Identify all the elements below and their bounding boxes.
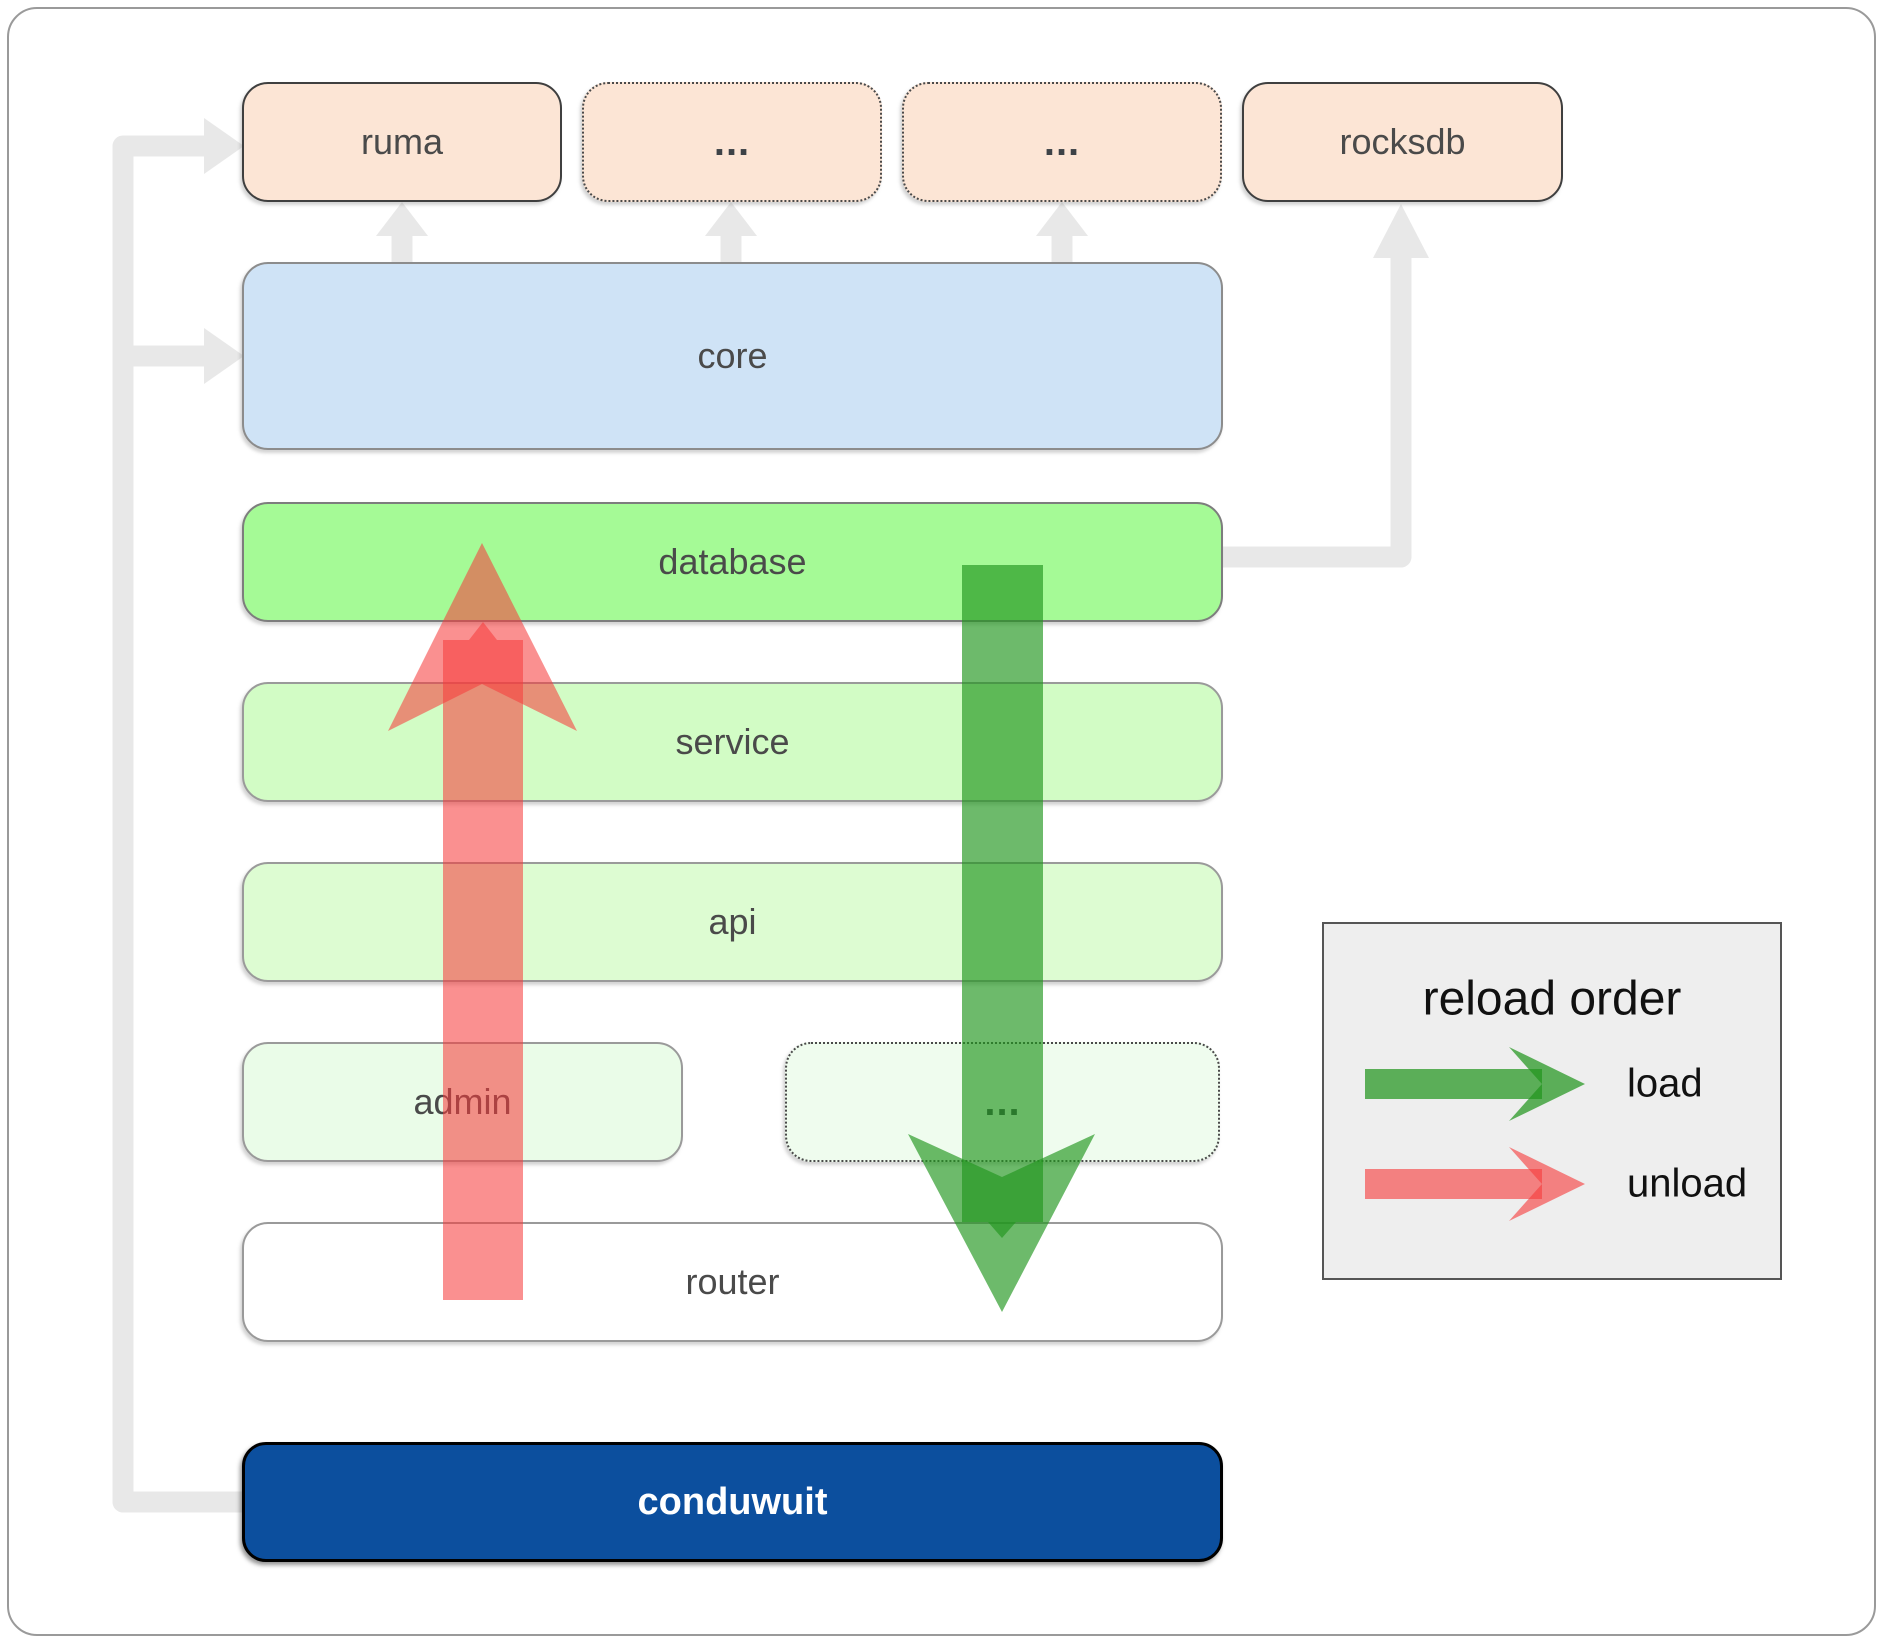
legend-load-label: load [1627,1061,1703,1106]
box-admin-label: admin [413,1081,512,1122]
box-dots-top-2-label: ... [1043,119,1081,164]
legend: reload order load unload [1322,922,1782,1280]
box-service: service [242,682,1223,802]
connector-conduwuit-trunk [112,135,244,1513]
box-rocksdb: rocksdb [1242,82,1563,202]
outer-frame [7,7,1876,1636]
box-router-label: router [685,1261,780,1302]
arrowhead-into-ruma [204,118,244,174]
box-service-label: service [675,721,790,762]
box-router: router [242,1222,1223,1342]
box-ruma: ruma [242,82,562,202]
box-database: database [242,502,1223,622]
box-dots-top-1-label: ... [713,119,751,164]
box-core-label: core [697,335,768,376]
legend-unload-label: unload [1627,1161,1748,1206]
box-dots-admin-row-label: ... [984,1079,1021,1124]
box-dots-top-2: ... [902,82,1222,202]
box-database-label: database [658,541,807,582]
box-core: core [242,262,1223,450]
box-dots-admin-row: ... [785,1042,1220,1162]
arrowhead-core-to-ruma [376,202,428,236]
box-rocksdb-label: rocksdb [1339,121,1466,162]
arrowhead-core-to-dots1 [705,202,757,236]
legend-load-arrow-icon [1365,1047,1585,1121]
box-api-label: api [708,901,757,942]
arrowhead-into-core [204,328,244,384]
box-admin: admin [242,1042,683,1162]
arrowhead-core-to-dots2 [1036,202,1088,236]
box-ruma-label: ruma [360,121,444,162]
box-api: api [242,862,1223,982]
arrowhead-into-rocksdb [1373,204,1429,258]
connector-database-rocksdb [1223,258,1412,568]
box-dots-top-1: ... [582,82,882,202]
legend-unload-arrow-icon [1365,1147,1585,1221]
box-conduwuit-label: conduwuit [637,1480,828,1523]
legend-title: reload order [1422,972,1682,1026]
box-conduwuit: conduwuit [242,1442,1223,1562]
